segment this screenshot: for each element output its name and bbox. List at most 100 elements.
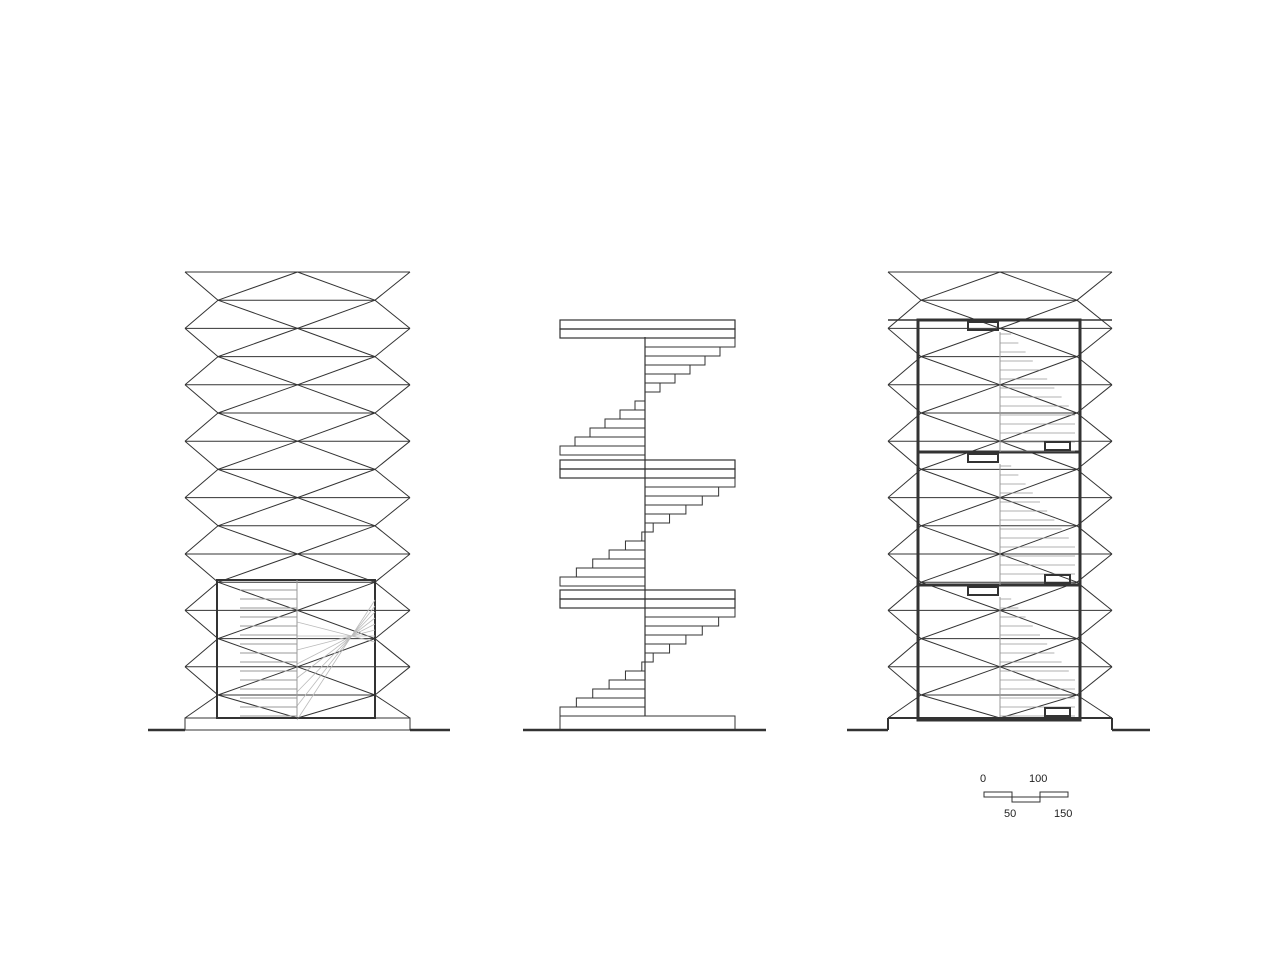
diagonal-member	[217, 497, 298, 527]
diagonal-member	[217, 581, 298, 611]
stair-step	[644, 477, 736, 488]
diagonal-member	[184, 638, 219, 668]
diagonal-member	[217, 327, 298, 358]
diagonal-member	[297, 468, 376, 499]
diagonal-member	[1076, 666, 1113, 696]
diagonal-member	[374, 356, 411, 386]
diagonal-member	[374, 299, 411, 329]
stair-step	[644, 625, 703, 636]
glass-diagonal	[296, 629, 376, 651]
stair-base	[559, 715, 736, 731]
diagonal-member	[297, 581, 376, 611]
stair-step	[641, 531, 646, 542]
stair-step	[644, 652, 654, 663]
diagonal-member	[297, 553, 376, 583]
diagonal-member	[1076, 356, 1113, 386]
stair-step	[644, 337, 736, 348]
diagonal-member	[1076, 525, 1113, 555]
diagonal-member	[887, 581, 922, 611]
stair-landing-section	[1044, 441, 1071, 451]
section-frame	[916, 318, 1082, 722]
stair-step	[644, 355, 706, 366]
diagonal-member	[1076, 299, 1113, 329]
stair-landing-section	[967, 321, 999, 331]
diagonal-member	[184, 384, 219, 414]
diagonal-member	[217, 468, 298, 499]
diagonal-member	[184, 497, 219, 527]
stair-step	[644, 616, 720, 627]
diagonal-member	[1076, 328, 1113, 357]
diagonal-member	[217, 609, 298, 640]
diagonal-member	[920, 581, 1001, 611]
stair-step	[644, 346, 721, 357]
diagonal-member	[920, 384, 1001, 414]
stair-landing-section	[1044, 707, 1071, 717]
stair-step	[641, 661, 646, 672]
stair-step	[644, 522, 654, 533]
diagonal-member	[184, 525, 219, 555]
stair-step	[559, 445, 646, 456]
glass-diagonal	[296, 605, 376, 707]
diagonal-member	[887, 328, 922, 357]
diagonal-member	[184, 469, 219, 498]
diagonal-member	[184, 553, 219, 583]
stair-step	[624, 670, 646, 681]
stair-step	[644, 634, 687, 645]
stair-step	[644, 486, 720, 497]
glass-diagonal	[296, 623, 376, 665]
diagonal-member	[999, 299, 1078, 329]
stair-step	[644, 373, 676, 384]
stair-landing-section	[967, 586, 999, 596]
stair-step	[644, 643, 671, 654]
stair-step	[559, 706, 646, 717]
diagonal-member	[920, 468, 1001, 499]
diagonal-member	[184, 440, 219, 470]
diagonal-member	[217, 356, 298, 386]
diagonal-member	[887, 384, 922, 414]
glass-diagonal	[296, 617, 376, 679]
diagonal-member	[920, 356, 1001, 386]
diagonal-member	[184, 581, 219, 611]
scale-label-150: 150	[1054, 808, 1073, 820]
stair-step	[604, 418, 646, 429]
diagonal-member	[999, 440, 1078, 470]
diagonal-member	[887, 440, 922, 470]
diagonal-member	[887, 553, 922, 583]
diagonal-member	[1076, 638, 1113, 668]
stair-step	[644, 382, 661, 393]
landing	[559, 319, 736, 330]
tower-elevation	[148, 271, 450, 732]
diagonal-member	[920, 638, 1001, 668]
diagonal-member	[374, 328, 411, 357]
scale-bar	[983, 791, 1069, 803]
diagonal-member	[920, 299, 1001, 329]
diagonal-member	[887, 666, 922, 696]
diagonal-member	[374, 610, 411, 639]
diagonal-member	[374, 384, 411, 414]
diagonal-member	[374, 412, 411, 442]
diagonal-member	[887, 356, 922, 386]
diagonal-member	[1076, 271, 1113, 301]
diagonal-member	[887, 299, 922, 329]
diagonal-member	[374, 271, 411, 301]
diagonal-member	[1076, 469, 1113, 498]
diagonal-member	[920, 666, 1001, 696]
diagonal-member	[1076, 694, 1113, 719]
diagonal-member	[297, 609, 376, 640]
stair-step	[575, 567, 646, 578]
diagonal-member	[920, 440, 1001, 470]
stair-step	[592, 558, 646, 569]
diagonal-member	[184, 610, 219, 639]
diagonal-member	[184, 666, 219, 696]
scale-segment	[1039, 791, 1069, 798]
diagonal-member	[374, 525, 411, 555]
diagonal-member	[1076, 610, 1113, 639]
diagonal-member	[184, 356, 219, 386]
diagonal-member	[217, 525, 298, 555]
diagonal-member	[1076, 440, 1113, 470]
diagonal-member	[217, 553, 298, 583]
diagonal-member	[184, 299, 219, 329]
diagonal-member	[217, 412, 298, 442]
scale-segment	[1011, 796, 1041, 803]
